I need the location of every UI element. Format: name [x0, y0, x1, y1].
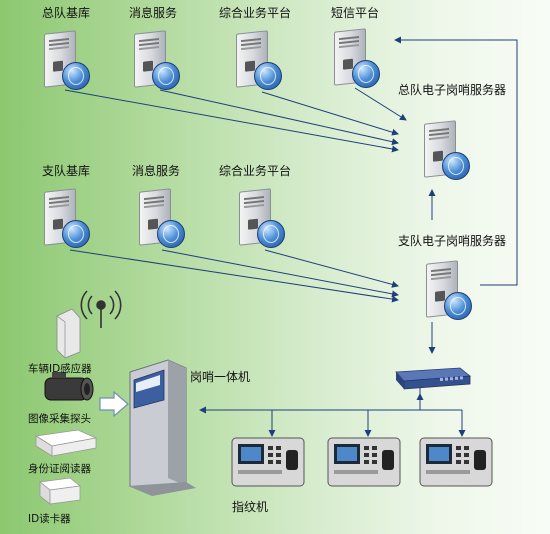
- label-kiosk: 岗哨一体机: [190, 370, 251, 384]
- label-camera: 图像采集探头: [28, 413, 91, 425]
- fingerprint-machine-2: [327, 437, 401, 487]
- server-icon-top-biz: [232, 30, 282, 94]
- server-icon-mid-biz: [235, 188, 285, 252]
- link-mid-biz: [264, 249, 399, 288]
- label-fingerprint: 指纹机: [232, 500, 269, 514]
- antenna-icon: [80, 290, 122, 328]
- label-card-reader: ID读卡器: [28, 513, 71, 525]
- server-icon-mid-basedb: [40, 188, 90, 252]
- link-top-basedb: [64, 89, 399, 153]
- label-top-basedb: 总队基库: [42, 6, 91, 20]
- server-icon-branch: [422, 260, 472, 324]
- link-mid-msg: [161, 249, 399, 298]
- server-icon-top-msg: [130, 30, 180, 94]
- server-icon-hq: [420, 120, 470, 184]
- label-hq-server: 总队电子岗哨服务器: [398, 83, 507, 97]
- server-icon-top-sms: [330, 28, 380, 92]
- link-loop-sms: [394, 36, 518, 286]
- network-switch: [395, 367, 472, 390]
- camera-icon: [44, 372, 94, 401]
- link-top-sms: [354, 87, 407, 121]
- input-arrow: [99, 390, 129, 418]
- label-top-sms: 短信平台: [331, 6, 380, 20]
- link-top-msg: [159, 89, 399, 146]
- server-icon-top-basedb: [40, 30, 90, 94]
- label-top-msg: 消息服务: [129, 6, 178, 20]
- label-id-card-reader: 身份证阅读器: [28, 463, 91, 475]
- label-mid-biz: 综合业务平台: [219, 164, 292, 178]
- id-reader-device: [39, 477, 81, 505]
- fingerprint-machine-3: [419, 437, 493, 487]
- server-icon-mid-msg: [135, 188, 185, 252]
- id-card-reader-device: [34, 429, 98, 457]
- link-mid-basedb: [69, 249, 399, 303]
- fingerprint-machine-1: [231, 437, 305, 487]
- label-top-biz: 综合业务平台: [219, 6, 292, 20]
- label-mid-basedb: 支队基库: [42, 164, 91, 178]
- label-mid-msg: 消息服务: [132, 164, 181, 178]
- vehicle-id-sensor: [56, 308, 81, 359]
- label-branch-server: 支队电子岗哨服务器: [398, 234, 507, 248]
- link-top-biz: [261, 91, 399, 136]
- label-vehicle-id: 车辆ID感应器: [28, 363, 92, 375]
- kiosk-terminal: [128, 359, 196, 496]
